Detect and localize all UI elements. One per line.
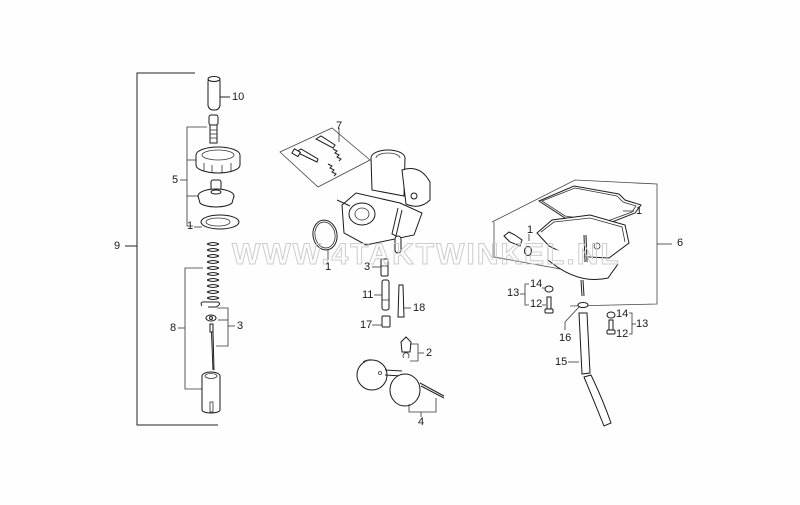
label-part-1-left: 1: [187, 220, 194, 232]
watermark: WWW.4TAKTWINKEL.NL: [232, 238, 621, 272]
part-1-o-ring-center: [312, 219, 338, 260]
label-part-14-right: 14: [616, 308, 629, 320]
part-needle-clip: [200, 301, 221, 322]
part-carburetor-body: [336, 149, 431, 254]
label-group-9: 9: [114, 240, 121, 252]
label-part-12-right: 12: [616, 328, 629, 340]
part-adjuster-screw: [208, 114, 219, 144]
label-group-6: 6: [677, 237, 684, 249]
part-13-screw-set-right: [606, 311, 636, 335]
part-float-chamber: [536, 214, 630, 297]
label-part-18: 18: [413, 302, 426, 314]
part-7-screw-set-box: [279, 127, 371, 188]
part-jet-needle: [209, 323, 215, 371]
part-2-float-valve: [400, 336, 424, 362]
part-ring-nut: [195, 146, 241, 174]
part-4-float: [356, 359, 445, 417]
right-assembly: [491, 179, 672, 427]
label-part-14-left: 14: [530, 278, 543, 290]
part-15-drain-tube: [568, 312, 612, 427]
part-7-screws: [291, 135, 342, 177]
label-part-7: 7: [336, 120, 343, 132]
part-top-cap: [197, 179, 235, 208]
part-17-main-jet: [372, 315, 391, 328]
label-part-1-oring-right: 1: [527, 224, 534, 236]
label-part-17: 17: [360, 319, 373, 331]
label-part-2: 2: [426, 347, 433, 359]
label-part-12-left: 12: [530, 298, 543, 310]
label-part-16: 16: [559, 332, 572, 344]
label-part-1-center: 1: [325, 261, 332, 273]
label-part-13-right: 13: [636, 318, 649, 330]
part-1-gasket-left: [194, 214, 240, 230]
left-assembly: [125, 72, 241, 426]
part-throttle-spring: [206, 242, 220, 300]
part-11-needle-jet: [374, 279, 390, 311]
label-part-13-left: 13: [507, 287, 520, 299]
part-18-slow-jet: [397, 284, 411, 318]
center-assembly: [279, 127, 445, 417]
label-part-1-gasket-right: 1: [636, 205, 643, 217]
label-part-11: 11: [362, 289, 374, 301]
part-10-cap: [207, 76, 230, 111]
label-part-4: 4: [418, 416, 425, 428]
part-drain-plug: [503, 231, 532, 256]
part-3-needle-jet-holder: [372, 258, 389, 277]
label-part-10: 10: [232, 91, 245, 103]
group-9-bracket: [136, 72, 218, 426]
part-13-screw-set-left: [520, 283, 554, 314]
label-part-3-left: 3: [237, 320, 244, 332]
label-part-8: 8: [170, 322, 177, 334]
label-part-5: 5: [172, 174, 179, 186]
label-part-3-center: 3: [364, 261, 371, 273]
part-throttle-slide: [201, 371, 221, 414]
part-16-clip: [564, 302, 589, 330]
label-part-15: 15: [555, 356, 568, 368]
